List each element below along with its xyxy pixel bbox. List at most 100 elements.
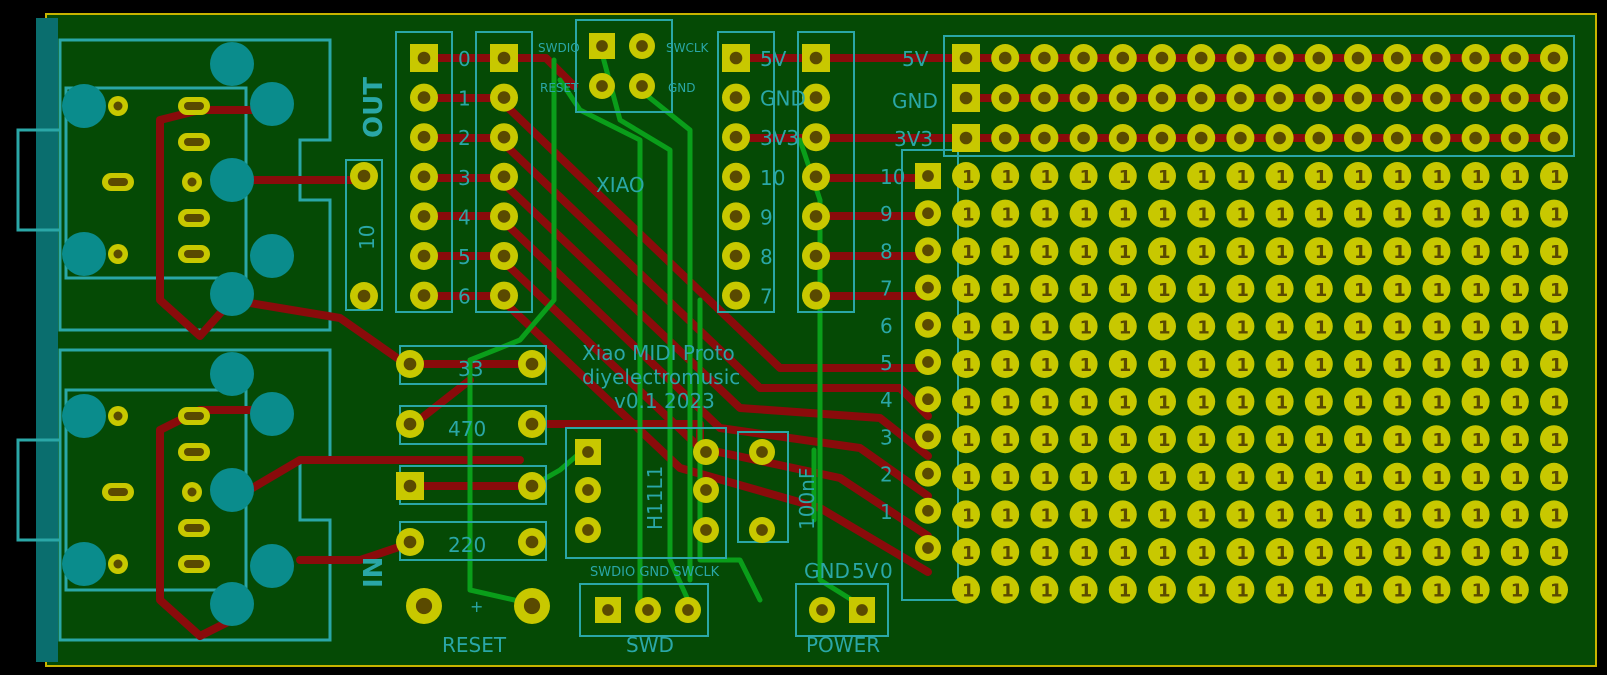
proto-pad (1226, 500, 1255, 529)
proto-pad (1304, 237, 1333, 266)
xiao-right-inner-pad-hole (729, 249, 743, 263)
proto-pad (1461, 312, 1490, 341)
proto-pad-label: 1 (1550, 242, 1563, 263)
rail-pad-hole (959, 91, 973, 105)
rail-pad-hole (1116, 91, 1130, 105)
proto-pad-label: 1 (1550, 280, 1563, 301)
proto-pad-label: 1 (1315, 280, 1328, 301)
proto-pad-label: 1 (1354, 543, 1367, 564)
proto-pad (1304, 274, 1333, 303)
header-pad-hole (922, 318, 934, 331)
proto-pad-label: 1 (1432, 430, 1445, 451)
proto-pad (1148, 312, 1176, 341)
proto-pad (1148, 274, 1176, 303)
xiao-left-inner-pad-hole (497, 51, 511, 65)
proto-pad (1422, 199, 1451, 228)
resistor-pad-5-hole (525, 479, 539, 493)
proto-pad (1461, 274, 1490, 303)
midi-in-small-pad-1-hole (113, 559, 123, 569)
xiao-left-outer-pad-hole (417, 249, 431, 263)
proto-pad-label: 1 (1197, 505, 1210, 526)
proto-pad (1500, 538, 1529, 566)
proto-pad (1265, 350, 1294, 378)
proto-pad (1344, 500, 1372, 529)
proto-pad-label: 1 (1354, 280, 1367, 301)
rail-pad-hole (959, 131, 973, 145)
proto-pad-label: 1 (1511, 430, 1524, 451)
proto-pad-label: 1 (962, 468, 975, 489)
proto-pad (1540, 462, 1568, 491)
proto-pad-label: 1 (1315, 468, 1328, 489)
proto-pad (1148, 237, 1176, 266)
proto-pad-label: 1 (1040, 543, 1053, 564)
proto-pad-label: 1 (1276, 393, 1289, 414)
proto-pad (1383, 575, 1412, 604)
proto-pad (1540, 199, 1568, 228)
proto-pad-label: 1 (1393, 505, 1406, 526)
proto-pad-label: 1 (1315, 430, 1328, 451)
proto-pad (1500, 237, 1529, 266)
proto-pad (1304, 387, 1333, 416)
proto-pad-label: 1 (1432, 167, 1445, 188)
power-pad-1-hole (816, 604, 828, 616)
rail-pad-hole (1390, 131, 1404, 145)
proto-pad-label: 1 (1393, 355, 1406, 376)
proto-pad (1226, 350, 1255, 378)
reset-label: RESET (442, 633, 507, 657)
proto-pad (1500, 387, 1529, 416)
resistor-pad-6-hole (403, 535, 417, 549)
proto-pad-label: 1 (1119, 393, 1132, 414)
title-line2: diyelectromusic (582, 365, 740, 389)
proto-pad-label: 1 (1354, 393, 1367, 414)
proto-pad (1344, 462, 1372, 491)
swdio-pad-label: SWDIO (538, 41, 580, 55)
proto-pad (1187, 425, 1216, 454)
proto-pad-label: 1 (1354, 167, 1367, 188)
proto-pad (1187, 538, 1216, 566)
proto-pad (1108, 500, 1137, 529)
proto-pad-label: 1 (1236, 543, 1249, 564)
proto-pad (1500, 500, 1529, 529)
swd-top-pad-3-hole (596, 80, 608, 92)
proto-pad-label: 1 (1432, 355, 1445, 376)
proto-pad-label: 1 (1080, 280, 1093, 301)
swd-row-label: SWDIO GND SWCLK (590, 565, 720, 580)
proto-pad (1108, 274, 1137, 303)
proto-pad (1304, 162, 1333, 190)
title-line1: Xiao MIDI Proto (582, 341, 735, 365)
proto-pad (1422, 162, 1451, 190)
proto-pad-label: 1 (1001, 280, 1014, 301)
proto-pad (1069, 575, 1098, 604)
proto-pad-label: 1 (1080, 317, 1093, 338)
proto-pad-label: 1 (962, 280, 975, 301)
proto-pad (1383, 312, 1412, 341)
rail-pad-hole (1155, 51, 1169, 65)
proto-pad-label: 1 (1511, 393, 1524, 414)
proto-pad-label: 1 (1001, 167, 1014, 188)
proto-pad-label: 1 (1472, 393, 1485, 414)
proto-pad-label: 1 (1119, 317, 1132, 338)
proto-pad (991, 425, 1020, 454)
proto-pad-label: 1 (1236, 468, 1249, 489)
proto-pad-label: 1 (1432, 280, 1445, 301)
proto-pad (1187, 387, 1216, 416)
proto-pad-label: 1 (1040, 393, 1053, 414)
rail-pad-hole (1234, 51, 1247, 65)
right-pin-label: 5V (760, 47, 787, 71)
proto-pad-label: 1 (1080, 205, 1093, 226)
proto-pad-label: 1 (1550, 355, 1563, 376)
proto-pad-label: 1 (1001, 430, 1014, 451)
proto-pad (1187, 350, 1216, 378)
proto-pad (1344, 350, 1372, 378)
proto-pad (1108, 237, 1137, 266)
rail-pad-hole (1390, 51, 1404, 65)
proto-pad-label: 1 (1511, 242, 1524, 263)
proto-pad-label: 1 (1236, 242, 1249, 263)
left-pin-label: 5 (458, 245, 471, 269)
midi-out-oval-hole-4 (108, 178, 128, 186)
power-0-label: 0 (880, 559, 893, 583)
proto-pad (1187, 274, 1216, 303)
rail-3v3-label: 3V3 (894, 127, 933, 151)
xiao-left-outer-pad-hole (417, 210, 431, 223)
proto-pad-label: 1 (1393, 468, 1406, 489)
